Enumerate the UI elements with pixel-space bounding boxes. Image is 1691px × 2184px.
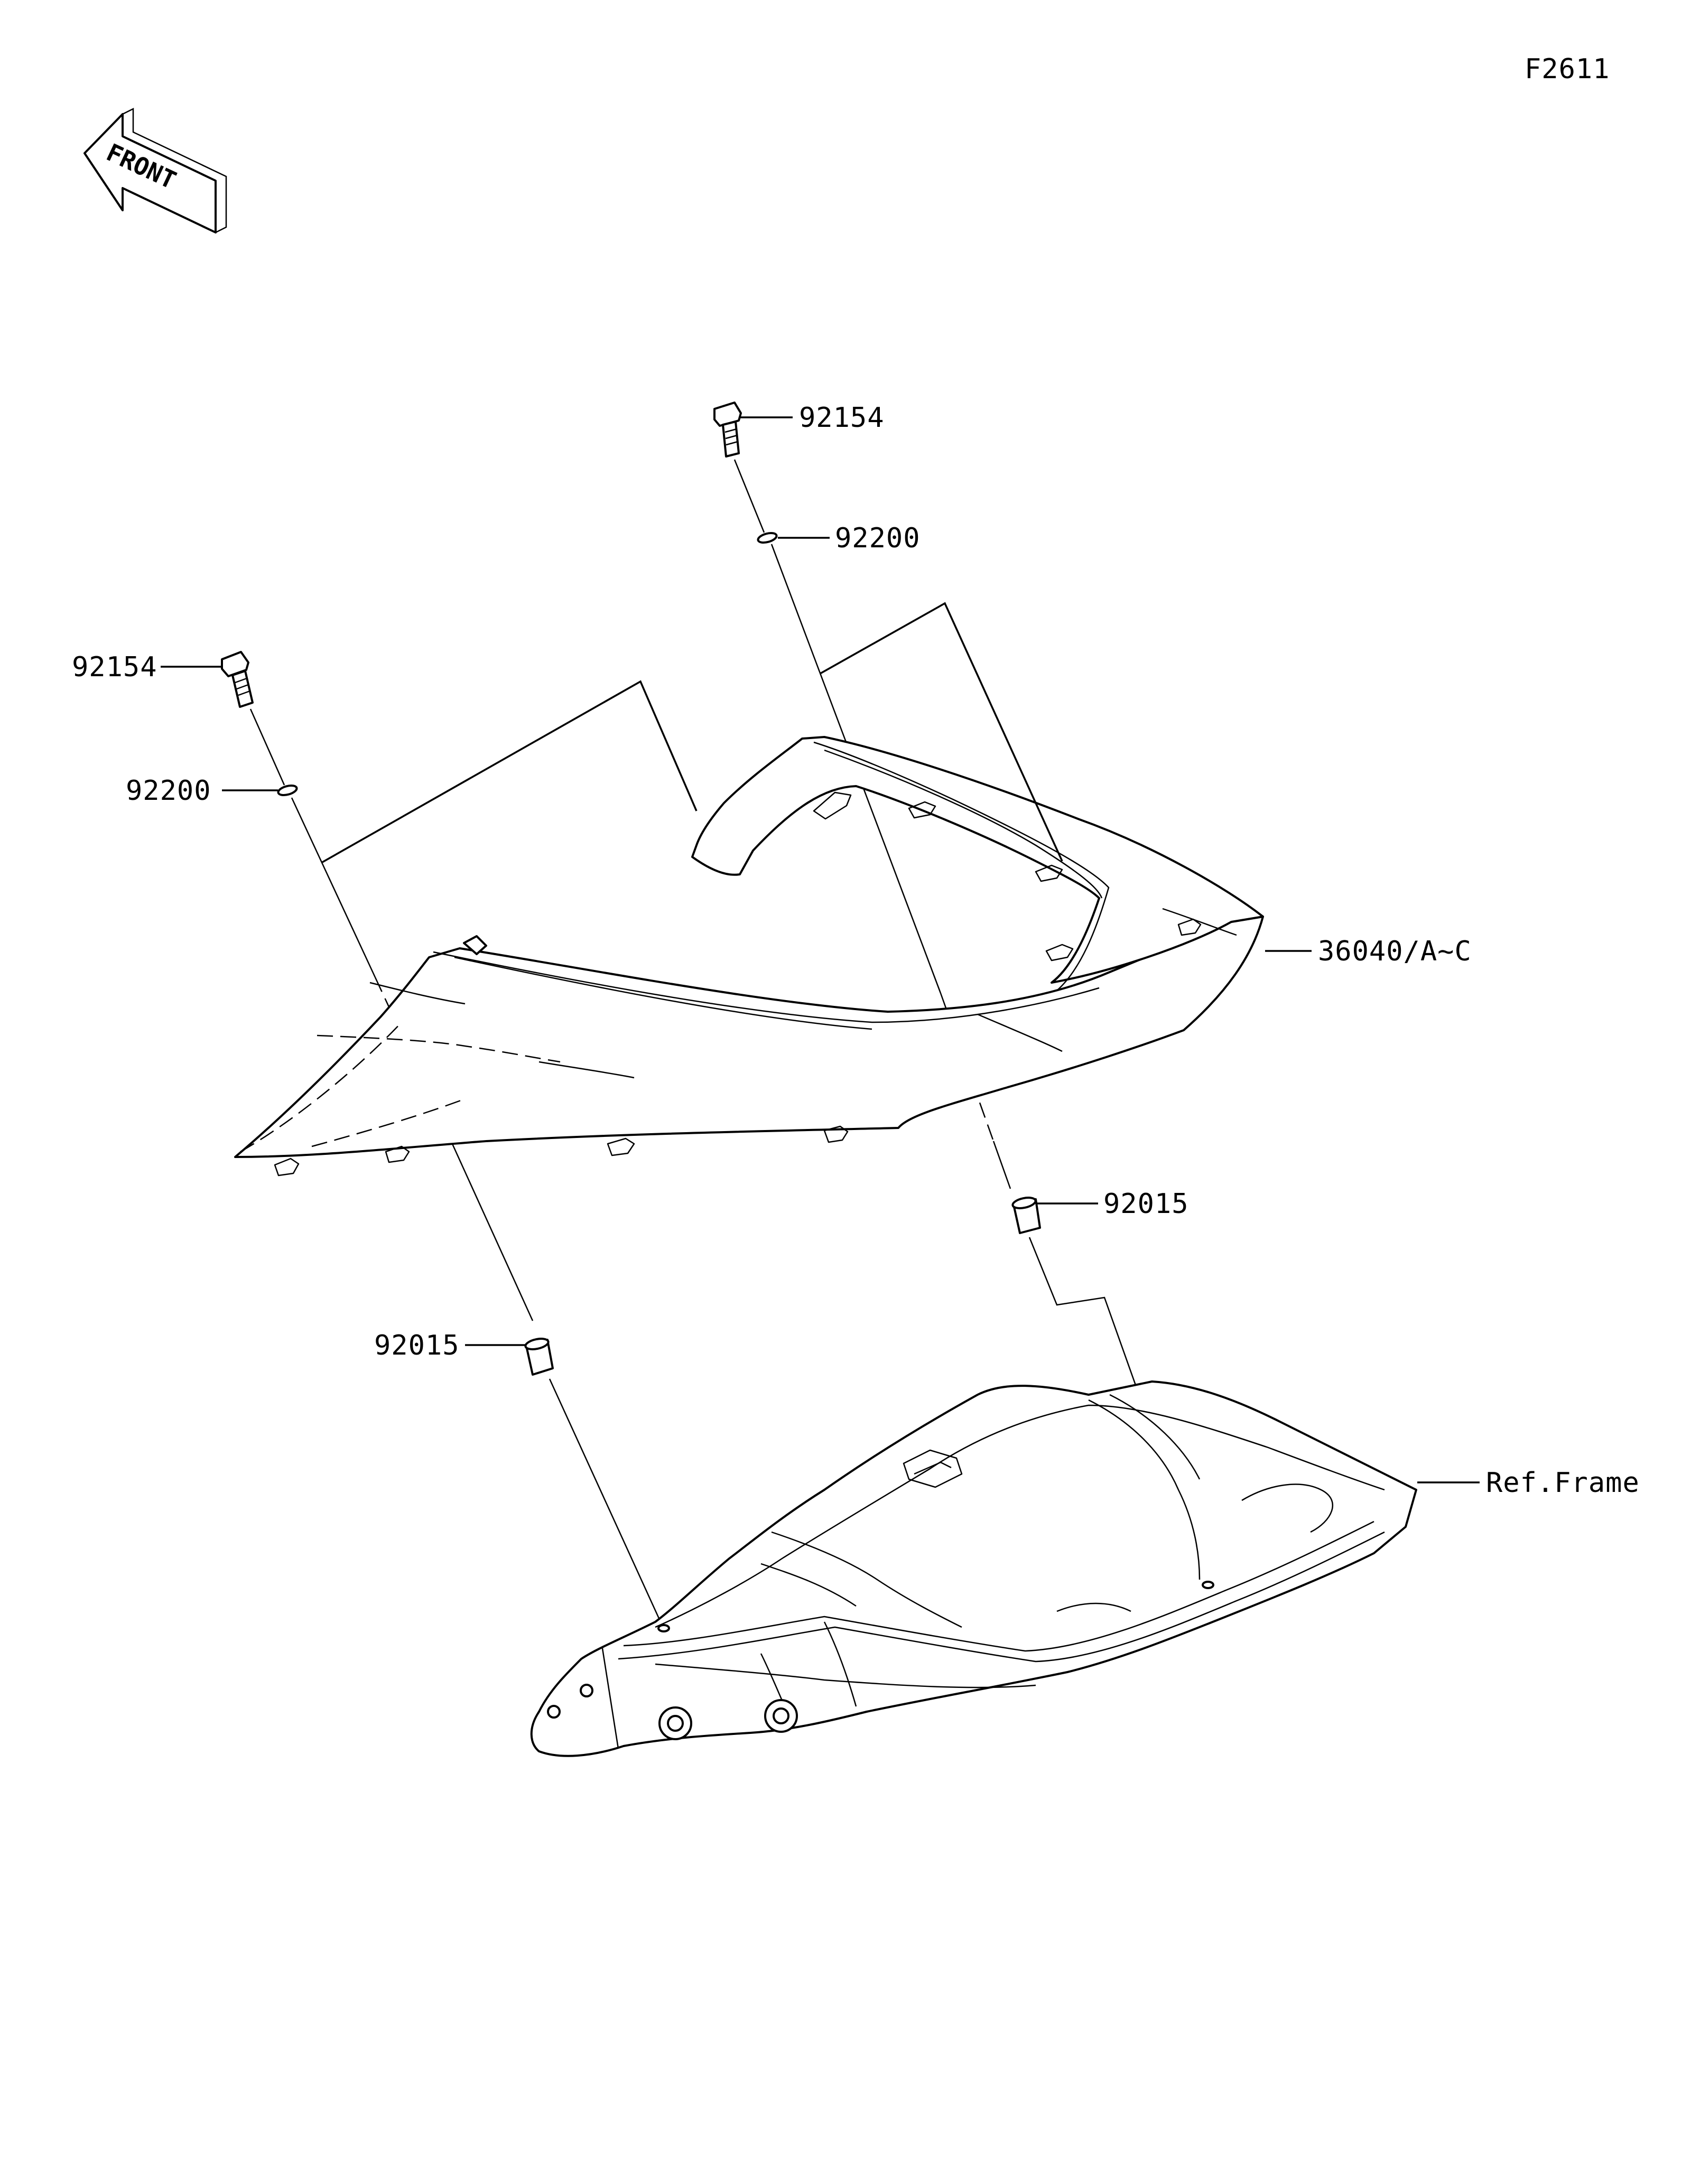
label-bolt-upper: 92154	[799, 402, 885, 434]
axis-bolt-washer-left	[249, 708, 285, 786]
label-washer-left: 92200	[126, 775, 211, 807]
label-collar-left: 92015	[374, 1330, 460, 1361]
bolt-left	[221, 651, 254, 708]
axis-washer-cover-left	[291, 797, 376, 978]
washer-left	[277, 784, 298, 797]
rear-frame	[530, 1380, 1417, 1757]
collar-right	[1011, 1197, 1041, 1234]
label-frame: Ref.Frame	[1486, 1467, 1640, 1499]
bracket-left	[322, 680, 698, 863]
label-bolt-left: 92154	[72, 651, 157, 683]
front-arrow-icon: FRONT	[83, 107, 227, 234]
bracket-right	[820, 602, 1063, 862]
collar-left	[524, 1338, 554, 1376]
bolt-upper	[713, 402, 742, 458]
axis-cover-collar-upper	[992, 1141, 1011, 1189]
axis-bolt-washer-upper	[733, 459, 765, 533]
seat-cover	[234, 736, 1264, 1177]
label-cover: 36040/A~C	[1318, 936, 1472, 967]
figure-code: F2611	[1525, 53, 1610, 85]
axis-collar-frame-left	[549, 1378, 662, 1622]
axis-cover-collar-left	[443, 1125, 534, 1321]
washer-upper	[757, 531, 778, 544]
label-collar-right: 92015	[1103, 1188, 1189, 1220]
label-washer-upper: 92200	[835, 522, 921, 554]
